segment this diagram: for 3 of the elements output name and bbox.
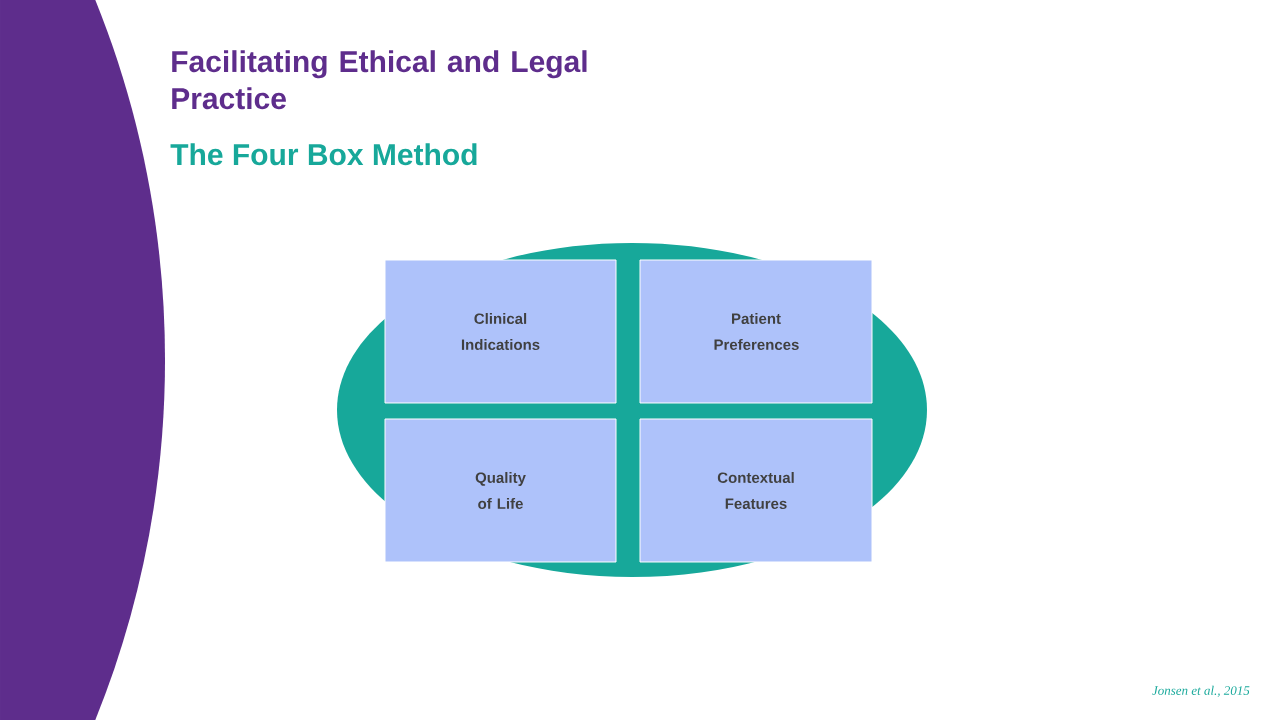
title: Facilitating Ethical and Legal Practice xyxy=(172,50,587,110)
subtitle: The Four Box Method xyxy=(170,143,477,166)
citation: Jonsen et al., 2015 xyxy=(1152,685,1250,697)
